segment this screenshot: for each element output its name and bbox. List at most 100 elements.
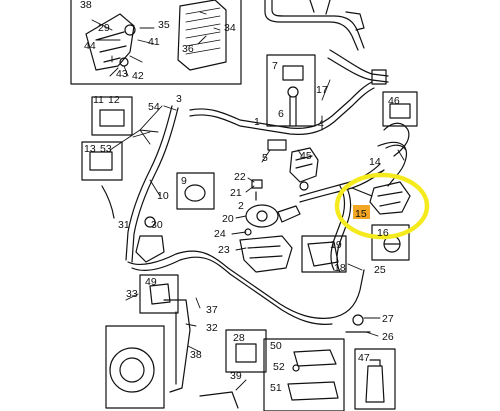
callout-20: 20 (222, 213, 234, 225)
inset-frame-28 (225, 329, 267, 373)
callout-33: 33 (126, 288, 138, 300)
hose-14-inner (385, 144, 407, 151)
heater-32 (105, 325, 165, 409)
callout-2: 2 (238, 200, 244, 212)
callout-4: 4 (318, 118, 324, 130)
part-28-clip (235, 343, 257, 363)
leaders-17-4 (321, 79, 331, 131)
part-1-bolt (299, 181, 309, 191)
callout-5: 5 (262, 152, 268, 164)
inset-frame-9 (176, 172, 215, 210)
callout-10: 10 (157, 190, 169, 202)
callout-39: 39 (230, 370, 242, 382)
callout-41: 41 (148, 36, 160, 48)
callout-34: 34 (224, 22, 236, 34)
part-19-bracket (307, 241, 339, 267)
callout-25: 25 (374, 264, 386, 276)
inset-frame-top-left (70, 0, 242, 85)
callout-26: 26 (382, 331, 394, 343)
callout-31: 31 (118, 219, 130, 231)
callout-21: 21 (230, 187, 242, 199)
part-7-clamp (282, 65, 304, 81)
inset-frame-11-12 (91, 96, 133, 136)
callout-32: 32 (206, 322, 218, 334)
bracket-part (85, 13, 135, 71)
hose-top-clip (345, 11, 365, 31)
hose-25-a (330, 185, 346, 271)
hose-10-b (131, 107, 179, 263)
part-7-ring (287, 86, 299, 98)
part-11-clip (99, 109, 125, 127)
callout-17: 17 (316, 84, 328, 96)
fitting-5 (267, 139, 287, 151)
hose-17-upper (329, 49, 389, 77)
hose-46-link (383, 122, 410, 157)
part-15-assembly (369, 181, 411, 215)
callout-54: 54 (148, 101, 160, 113)
inset-frame-13-53 (81, 141, 123, 181)
bracket-23-detail (247, 245, 283, 259)
inset-frame-7-6 (266, 54, 316, 127)
callout-1: 1 (254, 116, 260, 128)
bracket-37 (163, 299, 191, 393)
part-50-cover (293, 349, 337, 367)
part-52-screw (292, 364, 300, 372)
callout-36: 36 (182, 43, 194, 55)
callout-19: 19 (330, 239, 342, 251)
cooler-fins (185, 7, 221, 55)
leaders-pump (231, 215, 247, 251)
callout-3: 3 (176, 93, 182, 105)
leaders-mid (149, 149, 303, 197)
callout-7: 7 (272, 60, 278, 72)
callout-22: 22 (234, 171, 246, 183)
inset-frame-49 (139, 274, 179, 314)
fitting-22 (251, 179, 263, 189)
part-47-cap (369, 359, 381, 367)
bolt-41 (124, 24, 136, 36)
callout-51: 51 (270, 382, 282, 394)
callout-9: 9 (181, 175, 187, 187)
inset-frame-19-18 (301, 235, 347, 273)
callout-38b: 38 (190, 349, 202, 361)
callout-49: 49 (145, 276, 157, 288)
hose-top-1 (264, 0, 359, 51)
heater-32-hub (119, 357, 145, 383)
part-51-base (287, 381, 339, 401)
callout-53: 53 (100, 143, 112, 155)
part-47-bottle (365, 365, 385, 403)
callout-18: 18 (334, 262, 346, 274)
highlight-ring (334, 172, 430, 240)
callout-50: 50 (270, 340, 282, 352)
callout-37: 37 (206, 304, 218, 316)
callout-28: 28 (233, 332, 245, 344)
callout-46: 46 (388, 95, 400, 107)
fitting-30 (135, 235, 165, 263)
callout-14: 14 (369, 156, 381, 168)
inset-frame-47 (354, 348, 396, 410)
assembly-45 (289, 147, 319, 183)
hose-main-upper (189, 81, 373, 129)
leaders-cooler (197, 11, 221, 45)
heater-32-fan (109, 347, 155, 393)
callout-6: 6 (278, 108, 284, 120)
callout-16: 16 (377, 227, 389, 239)
inset-frame-16 (371, 224, 410, 261)
bracket-details (95, 31, 127, 63)
part-27-clip (352, 314, 364, 326)
callout-30: 30 (151, 219, 163, 231)
leaders-lower-left (125, 293, 247, 391)
leaders-27-26 (363, 317, 381, 337)
hose-lower-rise (329, 269, 365, 319)
hose-top-stubs (309, 0, 331, 15)
hose-main-upper-b (189, 87, 375, 135)
assembly-45-detail (295, 155, 313, 169)
hose-lower-a (127, 250, 331, 319)
callout-12: 12 (108, 94, 120, 106)
callout-13: 13 (84, 143, 96, 155)
hose-13-link (101, 185, 115, 219)
bracket-23 (239, 235, 293, 273)
highlight-label-bg (353, 205, 370, 219)
pipe-6 (289, 95, 297, 127)
